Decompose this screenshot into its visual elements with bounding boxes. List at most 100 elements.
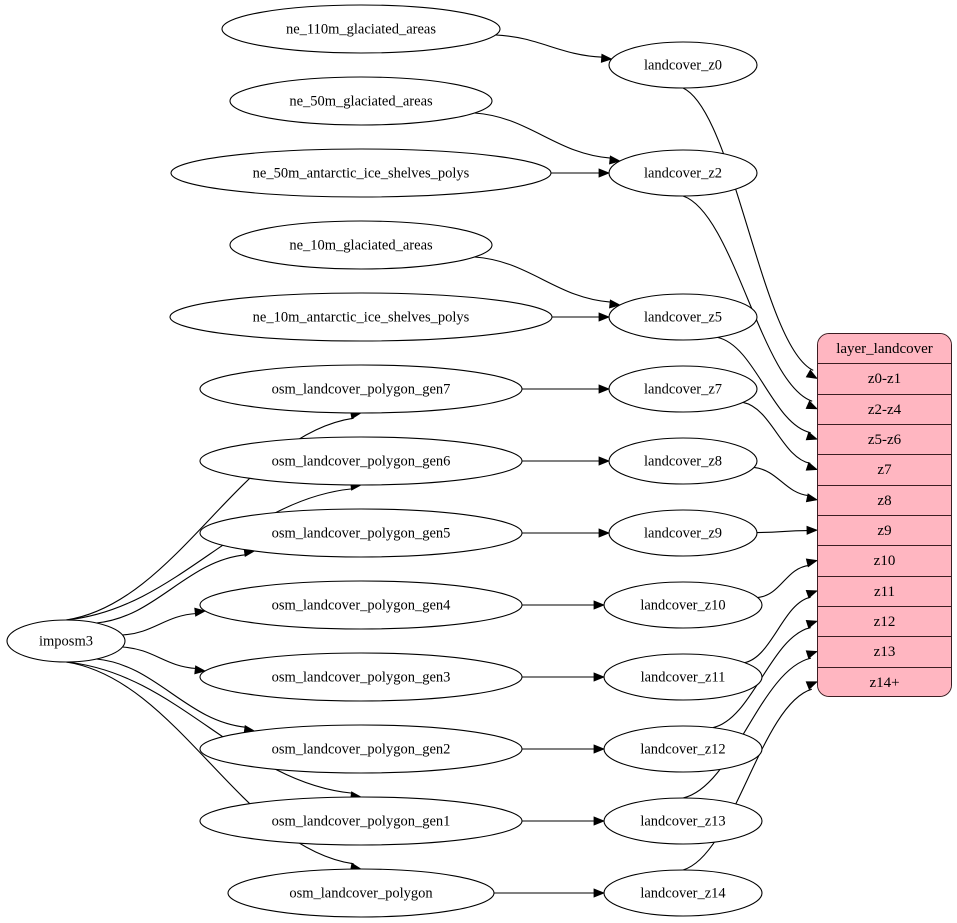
- edge-line: [682, 87, 814, 371]
- node-osm_landcover_polygon_gen3[interactable]: osm_landcover_polygon_gen3: [199, 652, 523, 702]
- landcover_z10-ellipse: [603, 581, 763, 629]
- layer-table-row-z10[interactable]: z10: [818, 546, 951, 577]
- node-ne_110m_glaciated_areas[interactable]: ne_110m_glaciated_areas: [221, 4, 501, 54]
- node-landcover_z8[interactable]: landcover_z8: [608, 437, 758, 485]
- node-landcover_z14[interactable]: landcover_z14: [603, 869, 763, 917]
- layer-table-row-z5-z6[interactable]: z5-z6: [818, 424, 951, 456]
- edge-arrowhead: [598, 168, 611, 178]
- landcover_z10-label: landcover_z10: [640, 597, 725, 613]
- edge-arrowhead: [805, 590, 819, 599]
- edge-line: [495, 34, 603, 58]
- node-osm_landcover_polygon_gen1[interactable]: osm_landcover_polygon_gen1: [199, 796, 523, 846]
- edge-line: [122, 612, 197, 636]
- node-ne_10m_glaciated_areas[interactable]: ne_10m_glaciated_areas: [229, 220, 493, 270]
- osm_landcover_polygon_gen1-ellipse: [199, 796, 523, 846]
- edge-line: [753, 466, 810, 497]
- node-landcover_z7[interactable]: landcover_z7: [608, 365, 758, 413]
- edge-arrowhead: [806, 525, 819, 535]
- edge-arrowhead: [598, 456, 611, 466]
- edge-arrowhead: [598, 528, 611, 538]
- node-landcover_z11[interactable]: landcover_z11: [603, 653, 763, 701]
- landcover_z2-label: landcover_z2: [644, 165, 722, 181]
- edge-arrowhead: [609, 155, 621, 165]
- edge-arrowhead: [593, 744, 606, 754]
- edge-arrowhead: [609, 299, 621, 309]
- edge-line: [717, 336, 811, 434]
- osm_landcover_polygon_gen6-ellipse: [199, 436, 523, 486]
- ne_10m_glaciated_areas-ellipse: [229, 220, 493, 270]
- node-osm_landcover_polygon_gen6[interactable]: osm_landcover_polygon_gen6: [199, 436, 523, 486]
- node-osm_landcover_polygon_gen5[interactable]: osm_landcover_polygon_gen5: [199, 508, 523, 558]
- node-ne_50m_antarctic_ice_shelves_polys[interactable]: ne_50m_antarctic_ice_shelves_polys: [170, 148, 552, 198]
- edge-arrowhead: [194, 665, 207, 675]
- edge-line: [743, 401, 811, 464]
- edge-line: [682, 688, 812, 871]
- layer-table-row-z11[interactable]: z11: [818, 576, 951, 607]
- edge-line: [744, 596, 811, 664]
- edge-line: [65, 417, 354, 621]
- node-landcover_z13[interactable]: landcover_z13: [603, 797, 763, 845]
- ne_110m_glaciated_areas-label: ne_110m_glaciated_areas: [286, 21, 436, 37]
- edge-osm_landcover_polygon_gen7-to-landcover-z7: [522, 384, 611, 394]
- node-osm_landcover_polygon_gen2[interactable]: osm_landcover_polygon_gen2: [199, 724, 523, 774]
- edge-ne_110m_glaciated_areas-to-landcover-z0: [495, 34, 613, 63]
- node-landcover_z2[interactable]: landcover_z2: [608, 149, 758, 197]
- layer-table-row-z8[interactable]: z8: [818, 485, 951, 516]
- layer-table-row-z2-z4[interactable]: z2-z4: [818, 394, 951, 425]
- landcover_z14-ellipse: [603, 869, 763, 917]
- layer-table-row-z14-[interactable]: z14+: [818, 667, 951, 696]
- edge-arrowhead: [598, 384, 611, 394]
- edge-line: [682, 195, 813, 402]
- ne_50m_glaciated_areas-label: ne_50m_glaciated_areas: [289, 93, 433, 109]
- osm_landcover_polygon_gen3-label: osm_landcover_polygon_gen3: [272, 669, 451, 685]
- landcover_z0-label: landcover_z0: [644, 57, 722, 73]
- node-ne_50m_glaciated_areas[interactable]: ne_50m_glaciated_areas: [229, 76, 493, 126]
- edge-osm_landcover_polygon-to-landcover-z14: [493, 888, 606, 898]
- landcover_z7-label: landcover_z7: [644, 381, 722, 397]
- layer-table-row-z7[interactable]: z7: [818, 455, 951, 486]
- landcover_z2-ellipse: [608, 149, 758, 197]
- nodes-layer: imposm3 ne_110m_glaciated_areas ne_50m_gla…: [6, 4, 763, 918]
- osm_landcover_polygon_gen5-label: osm_landcover_polygon_gen5: [272, 525, 451, 541]
- edge-landcover_z10-to-layer-landcover-z10: [757, 558, 819, 599]
- edge-arrowhead: [805, 461, 819, 471]
- node-landcover_z0[interactable]: landcover_z0: [608, 41, 758, 89]
- ne_110m_glaciated_areas-ellipse: [221, 4, 501, 54]
- layer-table-row-z12[interactable]: z12: [818, 606, 951, 638]
- node-osm_landcover_polygon[interactable]: osm_landcover_polygon: [227, 868, 495, 918]
- layer-table-row-z13[interactable]: z13: [818, 637, 951, 668]
- edge-osm_landcover_polygon_gen2-to-landcover-z12: [521, 744, 606, 754]
- imposm3-ellipse: [6, 619, 126, 663]
- osm_landcover_polygon_gen3-ellipse: [199, 652, 523, 702]
- landcover_z12-ellipse: [603, 725, 763, 773]
- edge-landcover_z2-to-layer-landcover-z2-z4: [682, 195, 818, 410]
- edge-arrowhead: [805, 558, 819, 568]
- osm_landcover_polygon_gen2-label: osm_landcover_polygon_gen2: [272, 741, 451, 757]
- edge-landcover_z14-to-layer-landcover-z14-: [682, 681, 819, 871]
- node-landcover_z10[interactable]: landcover_z10: [603, 581, 763, 629]
- node-osm_landcover_polygon_gen7[interactable]: osm_landcover_polygon_gen7: [199, 364, 523, 414]
- node-ne_10m_antarctic_ice_shelves_polys[interactable]: ne_10m_antarctic_ice_shelves_polys: [169, 292, 553, 342]
- edge-osm_landcover_polygon_gen3-to-landcover-z11: [522, 672, 606, 682]
- edge-line: [682, 657, 812, 799]
- landcover_z7-ellipse: [608, 365, 758, 413]
- node-imposm3[interactable]: imposm3: [6, 619, 126, 663]
- osm_landcover_polygon_gen1-label: osm_landcover_polygon_gen1: [272, 813, 451, 829]
- node-osm_landcover_polygon_gen4[interactable]: osm_landcover_polygon_gen4: [199, 580, 523, 630]
- edge-ne_50m_antarctic_ice_shelves_polys-to-landcover-z2: [551, 168, 611, 178]
- landcover_z13-label: landcover_z13: [640, 813, 725, 829]
- ne_50m_glaciated_areas-ellipse: [229, 76, 493, 126]
- layer-table-row-z0-z1[interactable]: z0-z1: [818, 364, 951, 395]
- edge-osm_landcover_polygon_gen6-to-landcover-z8: [522, 456, 611, 466]
- edge-arrowhead: [194, 607, 207, 617]
- edge-line: [474, 256, 612, 303]
- node-landcover_z5[interactable]: landcover_z5: [608, 293, 758, 341]
- node-landcover_z12[interactable]: landcover_z12: [603, 725, 763, 773]
- edge-landcover_z13-to-layer-landcover-z13: [682, 650, 819, 799]
- edge-line: [474, 112, 612, 159]
- edge-line: [65, 661, 354, 865]
- layer-table-row-z9[interactable]: z9: [818, 515, 951, 547]
- node-landcover_z9[interactable]: landcover_z9: [608, 509, 758, 557]
- ne_50m_antarctic_ice_shelves_polys-ellipse: [170, 148, 552, 198]
